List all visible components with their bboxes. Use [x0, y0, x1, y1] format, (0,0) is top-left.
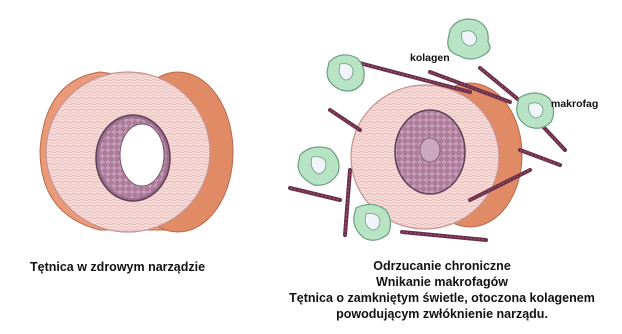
macrophage — [298, 147, 339, 185]
rejection-caption-line: Odrzucanie chroniczne — [262, 258, 622, 274]
macrophage — [327, 55, 364, 91]
healthy-artery-caption: Tętnica w zdrowym narządzie — [30, 259, 205, 275]
rejection-caption-line: Wnikanie makrofagów — [262, 274, 622, 290]
rejection-caption-line: powodującym zwłóknienie narządu. — [262, 306, 622, 322]
macrophage-label: makrofag — [551, 98, 598, 110]
macrophage — [448, 19, 490, 59]
macrophage — [517, 93, 554, 128]
collagen-label: kolagen — [410, 52, 450, 64]
healthy-artery — [40, 72, 233, 232]
macrophage — [354, 204, 391, 240]
artery-narrow-lumen — [420, 138, 440, 162]
macrophage-nucleus — [339, 64, 353, 80]
artery-lumen — [120, 124, 164, 186]
rejection-caption-line: Tętnica o zamkniętym świetle, otoczona k… — [262, 290, 622, 306]
rejection-caption: Odrzucanie chroniczne Wnikanie makrofagó… — [262, 258, 622, 322]
